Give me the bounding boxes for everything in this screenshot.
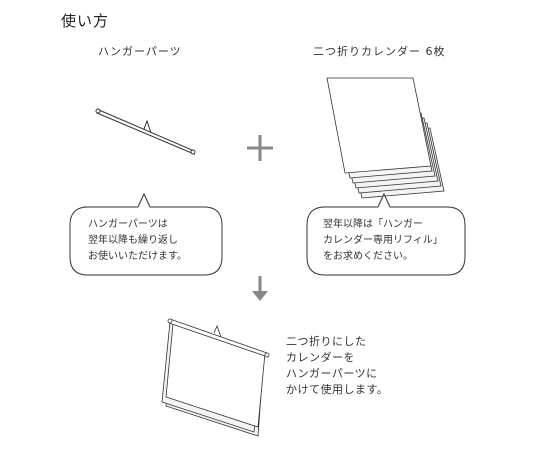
left-speech-bubble [69,192,223,276]
right-bubble-text: 翌年以降は「ハンガー カレンダー専用リフィル」 をお求めください。 [323,219,443,262]
hanger-parts-label: ハンガーパーツ [98,45,182,58]
plus-icon [247,135,273,161]
down-arrow-icon [252,276,268,301]
usage-instruction-text: 二つ折りにした カレンダーを ハンガーパーツに かけて使用します。 [286,335,389,396]
right-speech-bubble [306,192,466,276]
hanger-bar-icon [95,108,196,155]
hanging-calendar-icon [161,318,270,437]
page-title: 使い方 [61,12,110,30]
left-bubble-text: ハンガーパーツは 翌年以降も繰り返し お使いいただけます。 [88,219,187,262]
calendar-label: 二つ折りカレンダー 6枚 [313,45,446,58]
calendar-stack-icon [326,77,445,199]
